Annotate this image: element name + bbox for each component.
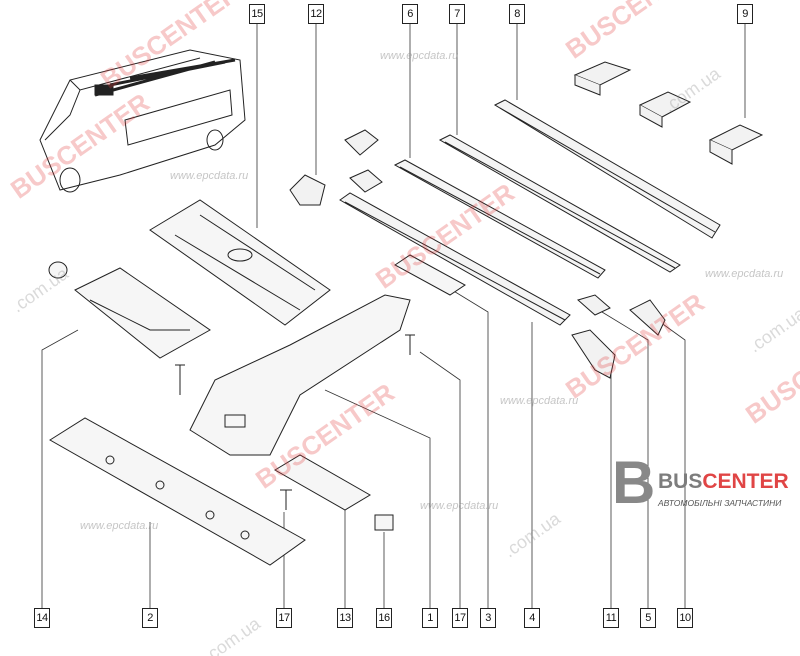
leader-lines <box>41 22 746 610</box>
buscenter-logo: B BUSCENTER АВТОМОБІЛЬНІ ЗАПЧАСТИНИ <box>612 448 800 538</box>
callout-7[interactable]: 7 <box>449 4 465 24</box>
callout-5[interactable]: 5 <box>640 608 656 628</box>
callout-1[interactable]: 1 <box>422 608 438 628</box>
bush-16 <box>374 514 394 531</box>
callout-9[interactable]: 9 <box>737 4 753 24</box>
callout-10[interactable]: 10 <box>677 608 693 628</box>
watermark-site: www.epcdata.ru <box>705 268 784 280</box>
callout-12[interactable]: 12 <box>308 4 324 24</box>
roof-bow-7 <box>438 134 681 273</box>
roof-caps-9 <box>573 61 764 165</box>
bracket-3 <box>394 254 466 296</box>
brackets-11-5-10 <box>571 294 666 379</box>
roof-bow-4 <box>339 192 571 326</box>
roof-bow-8 <box>493 99 721 239</box>
callout-16[interactable]: 16 <box>376 608 392 628</box>
callout-11[interactable]: 11 <box>603 608 619 628</box>
cross-member-2 <box>49 417 306 566</box>
logo-letter: B <box>612 449 656 516</box>
watermark-site: www.epcdata.ru <box>170 170 249 182</box>
logo-brand: BUSCENTER <box>658 470 789 494</box>
logo-brand-center: CENTER <box>702 470 789 493</box>
callout-15[interactable]: 15 <box>249 4 265 24</box>
callout-4[interactable]: 4 <box>524 608 540 628</box>
van-illustration <box>39 49 246 193</box>
callout-17[interactable]: 17 <box>276 608 292 628</box>
watermark-site: www.epcdata.ru <box>380 50 459 62</box>
tunnel-1 <box>189 294 411 456</box>
roof-bow-6 <box>393 159 606 279</box>
watermark-site: www.epcdata.ru <box>420 500 499 512</box>
brackets-12 <box>289 129 383 206</box>
callout-3[interactable]: 3 <box>480 608 496 628</box>
callout-6[interactable]: 6 <box>402 4 418 24</box>
callout-8[interactable]: 8 <box>509 4 525 24</box>
plate-14 <box>48 261 211 359</box>
callout-14[interactable]: 14 <box>34 608 50 628</box>
bracket-13 <box>274 454 371 511</box>
callout-13[interactable]: 13 <box>337 608 353 628</box>
logo-tagline: АВТОМОБІЛЬНІ ЗАПЧАСТИНИ <box>658 498 782 508</box>
logo-brand-bus: BUS <box>658 470 703 493</box>
watermark-site: www.epcdata.ru <box>500 395 579 407</box>
floor-panel-15 <box>149 199 331 326</box>
watermark-site: www.epcdata.ru <box>80 520 159 532</box>
callout-17[interactable]: 17 <box>452 608 468 628</box>
callout-2[interactable]: 2 <box>142 608 158 628</box>
screws-17 <box>175 334 415 510</box>
